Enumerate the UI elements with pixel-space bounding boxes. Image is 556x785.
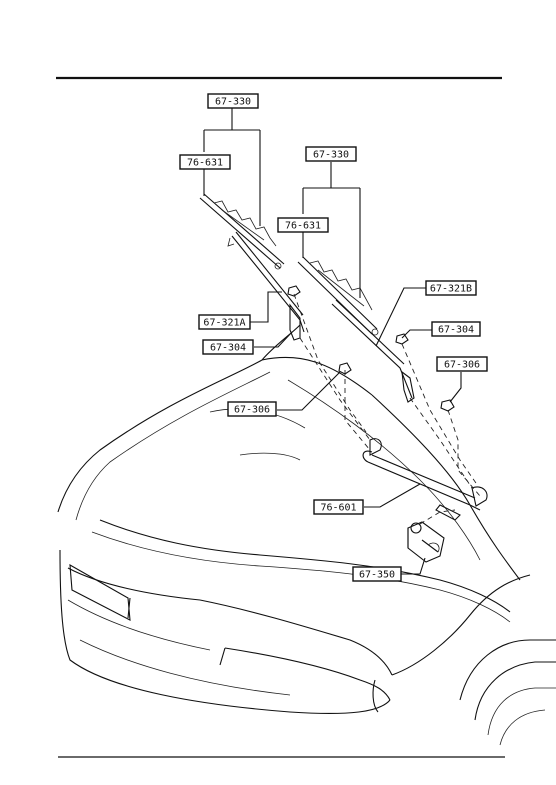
left-pivot-cap [338, 362, 352, 375]
part-label-67-306-right: 67-306 [436, 356, 488, 372]
left-pivot-nut [287, 285, 301, 297]
part-label-67-350: 67-350 [352, 566, 402, 582]
svg-text:67-304: 67-304 [210, 343, 246, 354]
part-label-67-304-left: 67-304 [202, 339, 254, 355]
car-body-outline [57, 324, 556, 746]
right-wiper-arm [331, 299, 415, 403]
svg-text:67-306: 67-306 [234, 405, 270, 416]
wiper-linkage [362, 438, 488, 521]
svg-text:67-330: 67-330 [313, 150, 349, 161]
part-label-67-306-left: 67-306 [227, 401, 277, 417]
part-label-67-304-right: 67-304 [431, 321, 481, 337]
wiper-motor [407, 521, 445, 563]
right-pivot-nut [395, 333, 409, 345]
svg-text:76-631: 76-631 [187, 158, 223, 169]
right-wiper-blade [297, 256, 379, 336]
part-label-67-330-right: 67-330 [305, 146, 357, 162]
assembly-dashed-lines [293, 293, 481, 525]
svg-text:67-350: 67-350 [359, 570, 395, 581]
svg-text:67-304: 67-304 [438, 325, 474, 336]
part-label-67-330-left: 67-330 [207, 93, 259, 109]
svg-text:67-306: 67-306 [444, 360, 480, 371]
svg-text:76-601: 76-601 [320, 503, 356, 514]
svg-text:67-321B: 67-321B [430, 284, 472, 295]
part-label-67-321b: 67-321B [425, 280, 477, 296]
svg-text:76-631: 76-631 [285, 221, 321, 232]
svg-text:67-330: 67-330 [215, 97, 251, 108]
part-label-76-631-left: 76-631 [179, 154, 231, 170]
part-label-76-601: 76-601 [313, 499, 364, 515]
part-label-67-321a: 67-321A [198, 314, 251, 330]
part-label-76-631-right: 76-631 [277, 217, 329, 233]
left-wiper-arm [227, 231, 305, 341]
svg-text:67-321A: 67-321A [203, 318, 245, 329]
leader-lines [203, 108, 462, 575]
right-pivot-cap [440, 399, 455, 412]
left-wiper-blade [199, 193, 285, 270]
